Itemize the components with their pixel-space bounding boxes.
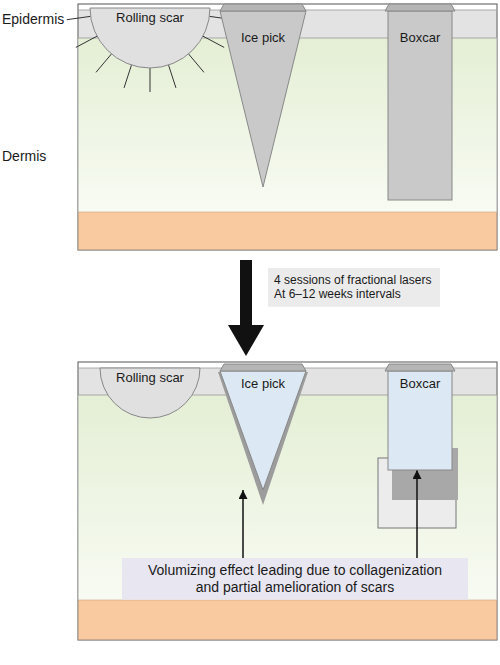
skin-panel bbox=[78, 362, 497, 640]
result-note: Volumizing effect leading due to collage… bbox=[122, 558, 468, 600]
layer-label: Epidermis bbox=[2, 11, 64, 28]
node-text: Ice pick bbox=[220, 30, 306, 46]
node-text: Rolling scar bbox=[90, 10, 210, 26]
subcutis-layer bbox=[79, 600, 497, 640]
subcutis-layer bbox=[79, 212, 497, 250]
tether-line bbox=[124, 65, 131, 88]
process-arrow-shaft bbox=[240, 260, 252, 326]
volume-arrow bbox=[416, 470, 418, 558]
process-arrow-head bbox=[228, 325, 264, 356]
ice-pick-scar: Ice pick bbox=[220, 364, 306, 490]
tether-line bbox=[76, 36, 97, 47]
node-text: 4 sessions of fractional lasers At 6–12 … bbox=[274, 273, 434, 302]
rolling-scar: Rolling scar bbox=[90, 8, 210, 69]
boxcar-scar: Boxcar bbox=[385, 364, 455, 470]
rolling-scar: Rolling scar bbox=[100, 368, 200, 419]
node-text: Ice pick bbox=[220, 376, 306, 392]
skin-panel bbox=[78, 4, 497, 250]
node-text: Volumizing effect leading due to collage… bbox=[140, 562, 450, 596]
node-text: Rolling scar bbox=[100, 370, 200, 386]
node-text: Boxcar bbox=[385, 30, 455, 46]
boxcar-scar: Boxcar bbox=[385, 4, 455, 200]
volume-arrow bbox=[242, 490, 244, 558]
tether-line bbox=[150, 68, 151, 92]
ice-pick-scar: Ice pick bbox=[220, 4, 306, 187]
layer-label: Dermis bbox=[2, 148, 46, 165]
tether-line bbox=[67, 16, 91, 19]
collagen-volume bbox=[218, 372, 308, 505]
tether-line bbox=[189, 54, 204, 72]
tether-line bbox=[203, 36, 224, 47]
tether-line bbox=[169, 65, 176, 88]
tether-line bbox=[96, 54, 111, 72]
node-text: Boxcar bbox=[385, 376, 455, 392]
treatment-note: 4 sessions of fractional lasers At 6–12 … bbox=[268, 268, 440, 307]
